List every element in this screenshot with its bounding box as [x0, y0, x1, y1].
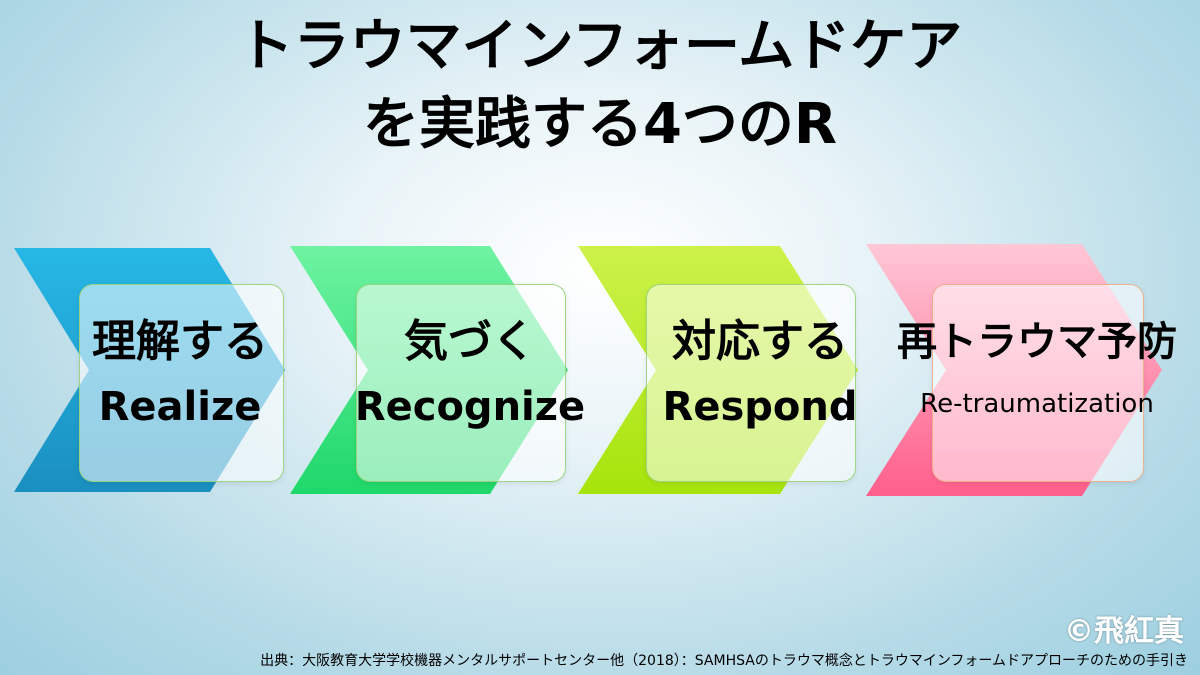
- page-title: トラウマインフォームドケア を実践する4つのR: [0, 8, 1200, 164]
- card-recognize: [356, 284, 566, 482]
- card-realize: [79, 284, 284, 482]
- step-recognize-en: Recognize: [354, 384, 586, 430]
- title-line-2: を実践する4つのR: [362, 92, 838, 157]
- card-respond: [646, 284, 856, 482]
- card-retraumatization: [932, 284, 1144, 482]
- step-recognize-jp: 気づく: [404, 316, 536, 367]
- step-respond-en: Respond: [662, 384, 858, 430]
- step-retraumatization-en: Re-traumatization: [920, 389, 1154, 419]
- step-realize: 理解する Realize: [60, 310, 300, 440]
- step-retraumatization-jp: 再トラウマ予防: [897, 319, 1177, 365]
- step-realize-en: Realize: [98, 384, 262, 430]
- step-realize-jp: 理解する: [92, 316, 268, 367]
- step-respond-jp: 対応する: [672, 316, 848, 367]
- step-retraumatization: 再トラウマ予防 Re-traumatization: [878, 310, 1196, 434]
- source-citation: 出典：大阪教育大学学校機器メンタルサポートセンター他（2018）：SAMHSAの…: [260, 653, 1188, 669]
- title-line-1: トラウマインフォームドケア: [237, 14, 963, 79]
- step-recognize: 気づく Recognize: [330, 310, 610, 440]
- step-respond: 対応する Respond: [640, 310, 880, 440]
- copyright: ©飛紅真: [1064, 614, 1184, 649]
